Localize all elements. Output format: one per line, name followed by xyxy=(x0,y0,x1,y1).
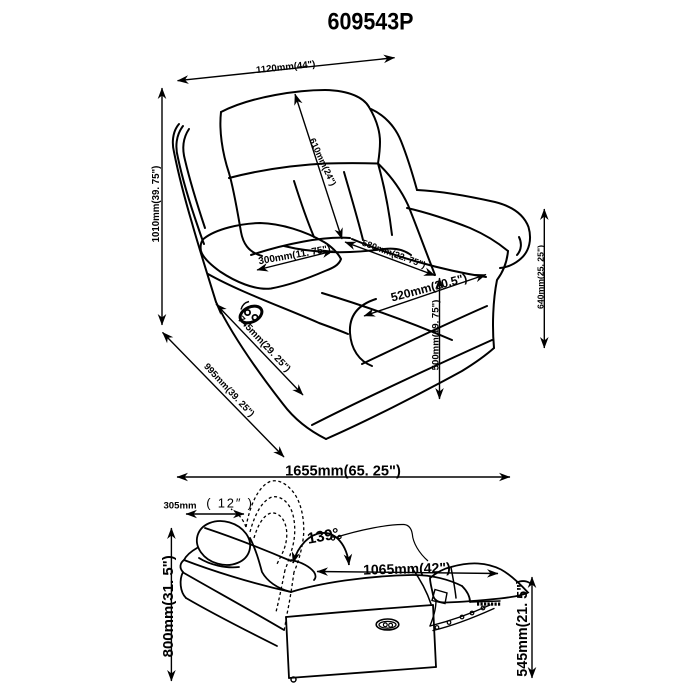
svg-text:1010mm(39. 75"): 1010mm(39. 75") xyxy=(151,166,162,243)
svg-text:545mm(21. 5"): 545mm(21. 5") xyxy=(515,579,531,677)
svg-text:300mm(11. 75"): 300mm(11. 75") xyxy=(258,244,332,268)
svg-text:745mm(29. 25"): 745mm(29. 25") xyxy=(235,314,292,374)
svg-text:640mm(25. 25"): 640mm(25. 25") xyxy=(536,245,546,309)
svg-text:1655mm(65. 25"): 1655mm(65. 25") xyxy=(285,464,401,480)
svg-text:520mm(20.5"): 520mm(20.5") xyxy=(389,271,468,305)
svg-text:1120mm(44"): 1120mm(44") xyxy=(256,59,316,76)
svg-text:580mm(22. 75"): 580mm(22. 75") xyxy=(361,238,427,270)
svg-text:800mm(31. 5"): 800mm(31. 5") xyxy=(160,555,177,657)
svg-text:1065mm(42"): 1065mm(42") xyxy=(363,559,451,577)
svg-text:609543P: 609543P xyxy=(328,8,414,35)
svg-text:995mm(39. 25"): 995mm(39. 25") xyxy=(202,361,257,419)
svg-text:305mm: 305mm xyxy=(163,501,196,512)
svg-text:( 12″ ): ( 12″ ) xyxy=(206,496,254,511)
svg-text:139°: 139° xyxy=(306,525,341,547)
svg-text:500mm(19. 75"): 500mm(19. 75") xyxy=(431,300,442,371)
